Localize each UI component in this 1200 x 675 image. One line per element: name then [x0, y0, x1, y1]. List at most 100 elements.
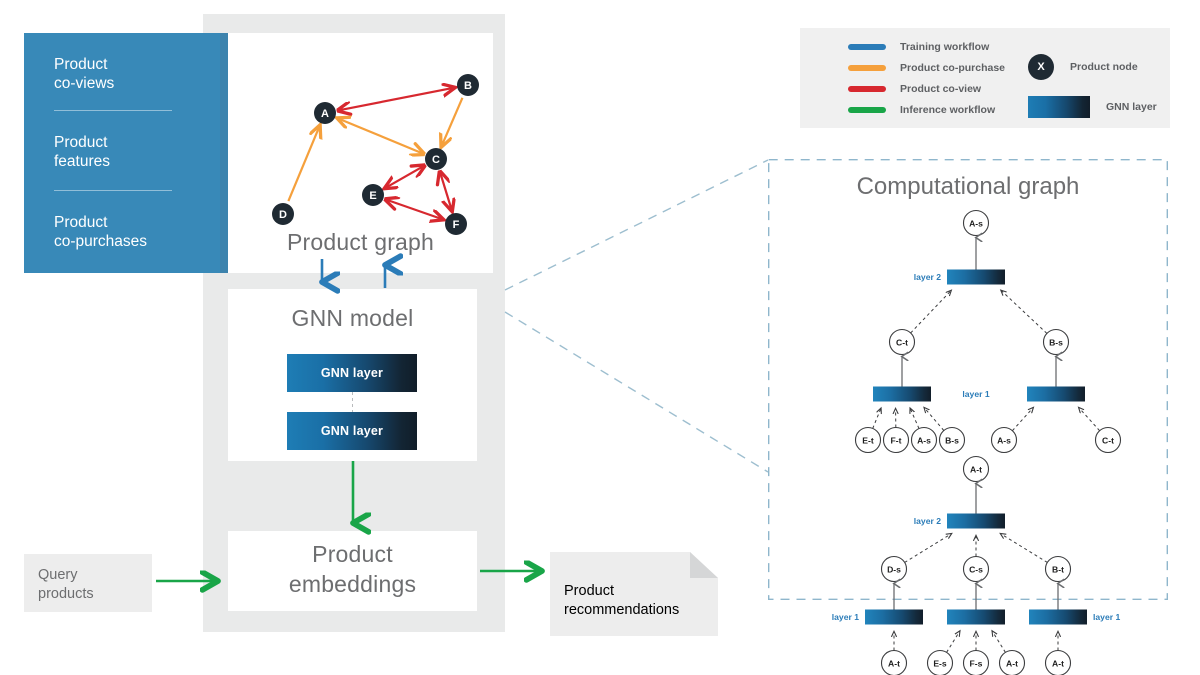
input-item-features-line2: features	[54, 153, 111, 170]
product-embeddings-line2: embeddings	[288, 571, 417, 597]
product-embeddings-line1: Product	[312, 541, 393, 567]
cg-leaf-node-s0-3[interactable]: B-s	[938, 426, 966, 454]
gnn-layer-box-1[interactable]: GNN layer	[287, 354, 417, 392]
cg-layer1-label-target-right: layer 1	[1093, 612, 1120, 622]
cg-leaf-node-t0-0[interactable]: A-t	[880, 649, 908, 675]
cg-leaf-node-s0-1[interactable]: F-t	[882, 426, 910, 454]
cg-leaf-node-t1-1[interactable]: F-s	[962, 649, 990, 675]
svg-text:A-s: A-s	[917, 435, 931, 445]
product-graph-title: Product graph	[286, 229, 435, 255]
training-workflow-arrows	[305, 258, 405, 290]
gnn-layer-box-2[interactable]: GNN layer	[287, 412, 417, 450]
svg-text:A-s: A-s	[997, 435, 1011, 445]
product-graph-edge-D-A	[287, 126, 319, 202]
computational-graph-edge-dashed	[910, 408, 920, 429]
svg-text:A-t: A-t	[1052, 658, 1064, 668]
cg-layer2-bar-source[interactable]	[947, 269, 1005, 285]
cg-layer1-label-source: layer 1	[962, 389, 989, 399]
svg-text:B-s: B-s	[945, 435, 959, 445]
input-item-features: Product features	[54, 133, 110, 171]
legend-panel: Training workflow Product co-purchase Pr…	[800, 28, 1170, 128]
product-graph-node-E[interactable]: E	[362, 184, 384, 206]
inference-arrow-model-to-embeddings	[344, 461, 364, 533]
svg-text:A-s: A-s	[969, 218, 983, 228]
legend-row-inference-workflow: Inference workflow	[848, 104, 995, 116]
cg-leaf-node-s0-0[interactable]: E-t	[854, 426, 882, 454]
cg-leaf-node-s0-2[interactable]: A-s	[910, 426, 938, 454]
product-recommendations-line2: recommendations	[564, 602, 680, 618]
computational-graph-edge-dashed	[904, 534, 952, 563]
gnn-layer-connector	[352, 392, 353, 412]
legend-row-product-co-view: Product co-view	[848, 83, 981, 95]
input-item-co-views-line1: Product	[54, 56, 108, 73]
cg-layer1-bar-source-1[interactable]	[1027, 386, 1085, 402]
computational-graph-edge-dashed	[1001, 290, 1048, 334]
cg-root-node-A-t[interactable]: A-t	[962, 455, 990, 483]
computational-graph-edge-dashed	[992, 631, 1006, 653]
inference-workflow-swatch-icon	[848, 107, 886, 113]
zoom-connector-lines	[504, 159, 769, 473]
product-graph-edge-A-B	[339, 88, 455, 111]
product-graph-edge-B-C	[442, 97, 464, 146]
svg-text:B-s: B-s	[1049, 337, 1063, 347]
svg-text:C-t: C-t	[896, 337, 908, 347]
product-node-icon: X	[1028, 54, 1054, 80]
computational-graph-edge-dashed	[924, 408, 945, 431]
product-graph-node-B[interactable]: B	[457, 74, 479, 96]
query-products-line1: Query	[38, 567, 78, 583]
cg-leaf-node-t1-0[interactable]: E-s	[926, 649, 954, 675]
legend-label-training-workflow: Training workflow	[900, 41, 990, 53]
cg-layer2-bar-target[interactable]	[947, 513, 1005, 529]
product-recommendations-label: Product recommendations	[564, 582, 679, 620]
input-data-panel: Product co-views Product features Produc…	[24, 33, 220, 273]
cg-mid-node-B-s-s1[interactable]: B-s	[1042, 328, 1070, 356]
query-products-box: Query products	[24, 554, 152, 612]
svg-text:C-s: C-s	[969, 564, 983, 574]
legend-row-product-node: X Product node	[1028, 54, 1138, 80]
legend-row-product-co-purchase: Product co-purchase	[848, 62, 1005, 74]
cg-leaf-node-t1-2[interactable]: A-t	[998, 649, 1026, 675]
product-graph-edge-C-F	[440, 172, 452, 210]
input-item-co-purchases-line1: Product	[54, 214, 108, 231]
input-item-co-purchases: Product co-purchases	[54, 213, 147, 251]
inference-arrow-embeddings-to-recommendations	[480, 562, 552, 582]
legend-label-product-co-purchase: Product co-purchase	[900, 62, 1006, 74]
cg-layer1-bar-source-0[interactable]	[873, 386, 931, 402]
computational-graph-edge-dashed	[1011, 407, 1033, 432]
gnn-layer-swatch-icon	[1028, 96, 1090, 118]
query-products-label: Query products	[38, 566, 94, 604]
product-embeddings-card: Product embeddings	[228, 531, 477, 611]
product-graph-edge-C-E	[385, 166, 424, 188]
gnn-model-title: GNN model	[291, 305, 414, 331]
svg-text:A-t: A-t	[1006, 658, 1018, 668]
cg-leaf-node-t2-0[interactable]: A-t	[1044, 649, 1072, 675]
input-item-co-views: Product co-views	[54, 55, 114, 93]
product-graph-node-F[interactable]: F	[445, 213, 467, 235]
product-graph-node-C[interactable]: C	[425, 148, 447, 170]
computational-graph-edge-dashed	[946, 631, 960, 653]
cg-layer2-label-target: layer 2	[914, 516, 941, 526]
svg-text:B-t: B-t	[1052, 564, 1064, 574]
cg-mid-node-B-t-t2[interactable]: B-t	[1044, 555, 1072, 583]
cg-root-node-A-s[interactable]: A-s	[962, 209, 990, 237]
cg-mid-node-C-s-t1[interactable]: C-s	[962, 555, 990, 583]
legend-label-product-node: Product node	[1070, 61, 1138, 73]
svg-text:C: C	[432, 154, 440, 166]
product-graph-node-A[interactable]: A	[314, 102, 336, 124]
cg-layer1-bar-target-1[interactable]	[947, 609, 1005, 625]
computational-graph-edge-dashed	[1000, 534, 1048, 563]
cg-leaf-node-s1-0[interactable]: A-s	[990, 426, 1018, 454]
cg-layer1-bar-target-2[interactable]	[1029, 609, 1087, 625]
product-graph-edge-C-A	[338, 118, 423, 153]
product-graph-node-D[interactable]: D	[272, 203, 294, 225]
inference-arrow-query-to-embeddings	[156, 572, 228, 592]
product-graph-card: A B C D E F Product graph	[228, 33, 493, 273]
cg-mid-node-C-t-s0[interactable]: C-t	[888, 328, 916, 356]
input-item-co-views-line2: co-views	[54, 75, 115, 92]
cg-mid-node-D-s-t0[interactable]: D-s	[880, 555, 908, 583]
cg-leaf-node-s1-1[interactable]: C-t	[1094, 426, 1122, 454]
input-item-co-purchases-line2: co-purchases	[54, 233, 148, 250]
cg-layer1-bar-target-0[interactable]	[865, 609, 923, 625]
computational-graph-edge-dashed	[910, 290, 952, 334]
